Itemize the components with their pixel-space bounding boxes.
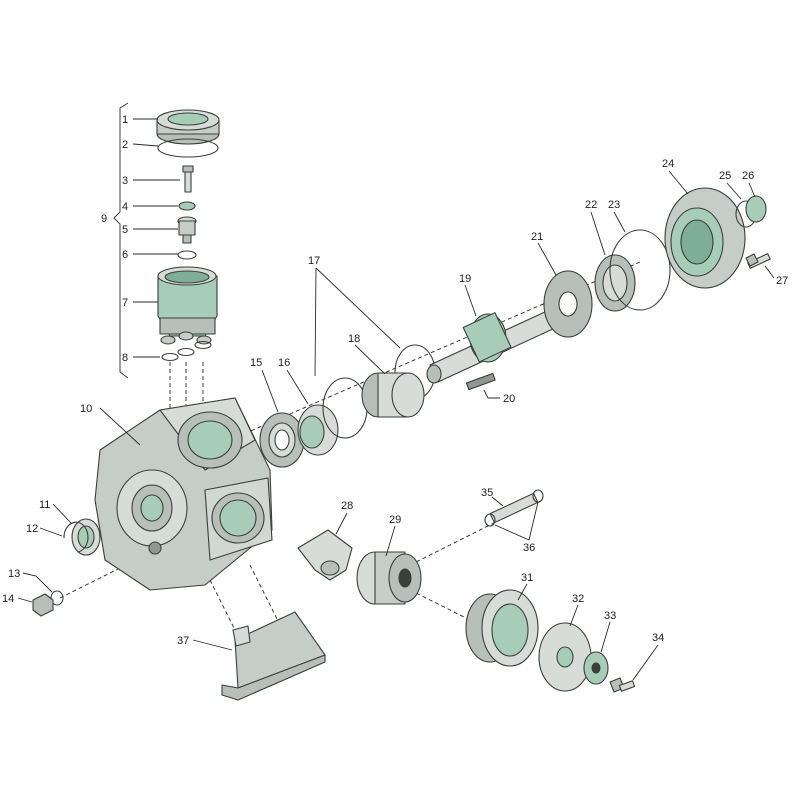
callout-18: 18: [348, 333, 360, 345]
callout-27: 27: [776, 275, 788, 287]
callout-labels: 1 2 3 4 5 6 7 8 9 10 11 12 13 14 15 16 1…: [2, 114, 788, 647]
part-piston: [356, 551, 422, 605]
callout-11: 11: [39, 499, 50, 511]
callout-15: 15: [250, 357, 262, 369]
callout-19: 19: [459, 273, 471, 285]
callout-35: 35: [481, 487, 493, 499]
part-cover-bolt: [745, 253, 771, 269]
part-rear-cover: [664, 187, 746, 289]
part-mounting-bracket: [221, 611, 326, 701]
part-piston-pin: [484, 489, 544, 527]
callout-21: 21: [531, 231, 543, 243]
part-clamp-disc: [583, 651, 609, 685]
part-valve-ring: [177, 250, 197, 260]
part-clamp-bolt: [609, 677, 636, 693]
callout-25: 25: [719, 170, 731, 182]
part-valve: [177, 216, 197, 244]
part-cover-gasket: [609, 229, 671, 311]
axis-pin: [409, 519, 501, 566]
callout-3: 3: [122, 175, 128, 187]
part-reservoir: [157, 266, 218, 345]
callout-17: 17: [308, 255, 320, 267]
axis-piston: [409, 589, 471, 621]
part-screw: [182, 165, 194, 193]
axis-main-shaft: [229, 261, 641, 441]
callout-32: 32: [572, 593, 584, 605]
part-diaphragm: [538, 622, 592, 692]
part-circlip: [63, 521, 89, 553]
callout-26: 26: [742, 170, 754, 182]
part-drain-plug: [32, 593, 54, 617]
part-spacer: [297, 404, 339, 456]
parts-layer: [32, 109, 771, 701]
callout-8: 8: [122, 352, 128, 364]
part-ring-a: [322, 377, 368, 439]
callout-13: 13: [8, 568, 20, 580]
callout-33: 33: [604, 610, 616, 622]
callout-31: 31: [521, 572, 533, 584]
part-shaft-seal: [71, 518, 101, 556]
callout-34: 34: [652, 632, 664, 644]
callout-22: 22: [585, 199, 597, 211]
callout-1: 1: [122, 114, 128, 126]
axis-bracket-2: [249, 564, 281, 626]
callout-28: 28: [341, 500, 353, 512]
callout-6: 6: [122, 249, 128, 261]
callout-10: 10: [80, 403, 92, 415]
callout-24: 24: [662, 158, 674, 170]
callout-9: 9: [101, 213, 107, 225]
callout-23: 23: [608, 199, 620, 211]
part-gear-sleeve: [361, 372, 425, 418]
leader-lines: [17, 102, 775, 681]
callout-5: 5: [122, 224, 128, 236]
callout-14: 14: [2, 593, 14, 605]
part-reservoir-seals: [161, 340, 212, 362]
callout-20: 20: [503, 393, 515, 405]
part-connecting-rod: [297, 529, 353, 581]
callout-37: 37: [177, 635, 189, 647]
callout-4: 4: [122, 201, 128, 213]
callout-2: 2: [122, 139, 128, 151]
callout-16: 16: [278, 357, 290, 369]
part-key: [465, 372, 496, 391]
part-pump-housing: [94, 397, 273, 591]
part-cap: [156, 109, 220, 145]
part-cover-cap: [745, 195, 767, 223]
part-cap-gasket: [157, 138, 219, 158]
part-washer-small: [178, 201, 196, 211]
part-thrust-washer: [543, 270, 593, 338]
part-cylinder-liner: [465, 589, 539, 667]
callout-7: 7: [122, 297, 128, 309]
part-bearing-front: [259, 412, 305, 468]
callout-12: 12: [26, 523, 38, 535]
part-bearing-rear: [594, 254, 636, 312]
callout-29: 29: [389, 514, 401, 526]
callout-36: 36: [523, 542, 535, 554]
